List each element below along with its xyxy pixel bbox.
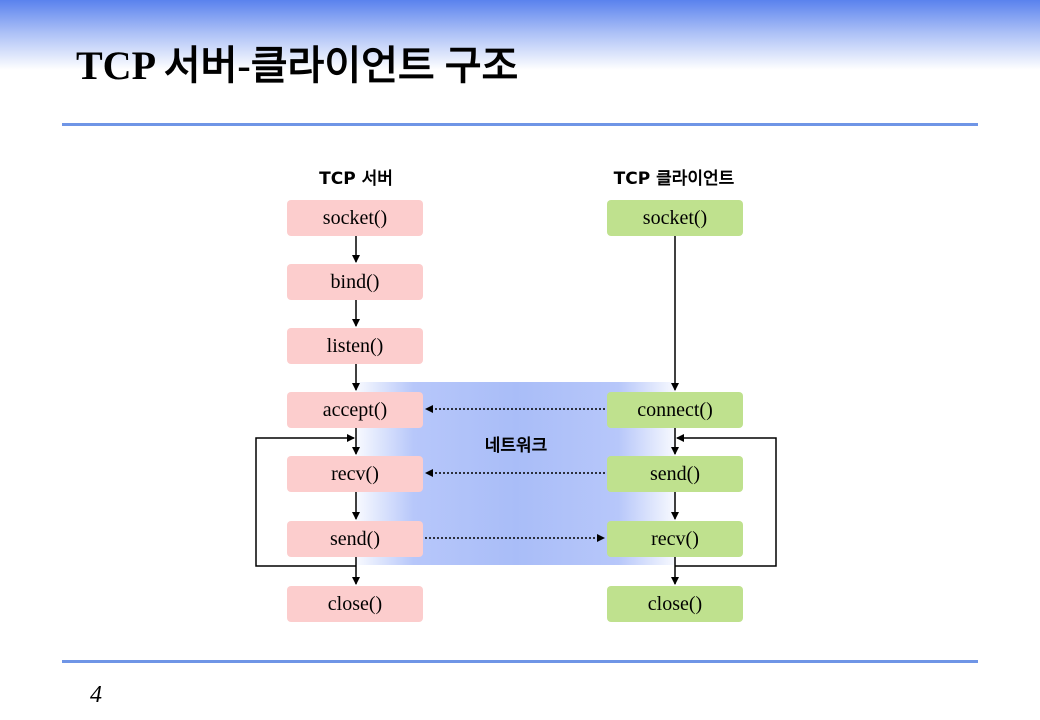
client-socket-box: socket() [607, 200, 743, 236]
server-listen-box: listen() [287, 328, 423, 364]
server-recv-box: recv() [287, 456, 423, 492]
client-recv-box: recv() [607, 521, 743, 557]
page-number: 4 [90, 682, 102, 708]
server-bind-box: bind() [287, 264, 423, 300]
top-divider [62, 123, 978, 126]
client-loop-arrow [675, 434, 777, 567]
server-accept-box: accept() [287, 392, 423, 428]
bottom-divider [62, 660, 978, 663]
server-column-header: TCP 서버 [319, 169, 393, 189]
server-loop-arrow [255, 434, 356, 567]
network-label: 네트워크 [484, 436, 548, 456]
server-socket-box: socket() [287, 200, 423, 236]
slide-title: TCP 서버-클라이언트 구조 [76, 43, 519, 88]
header-gradient-band [0, 0, 1040, 70]
client-column-header: TCP 클라이언트 [613, 169, 735, 189]
client-send-box: send() [607, 456, 743, 492]
client-close-box: close() [607, 586, 743, 622]
server-send-box: send() [287, 521, 423, 557]
client-connect-box: connect() [607, 392, 743, 428]
server-close-box: close() [287, 586, 423, 622]
